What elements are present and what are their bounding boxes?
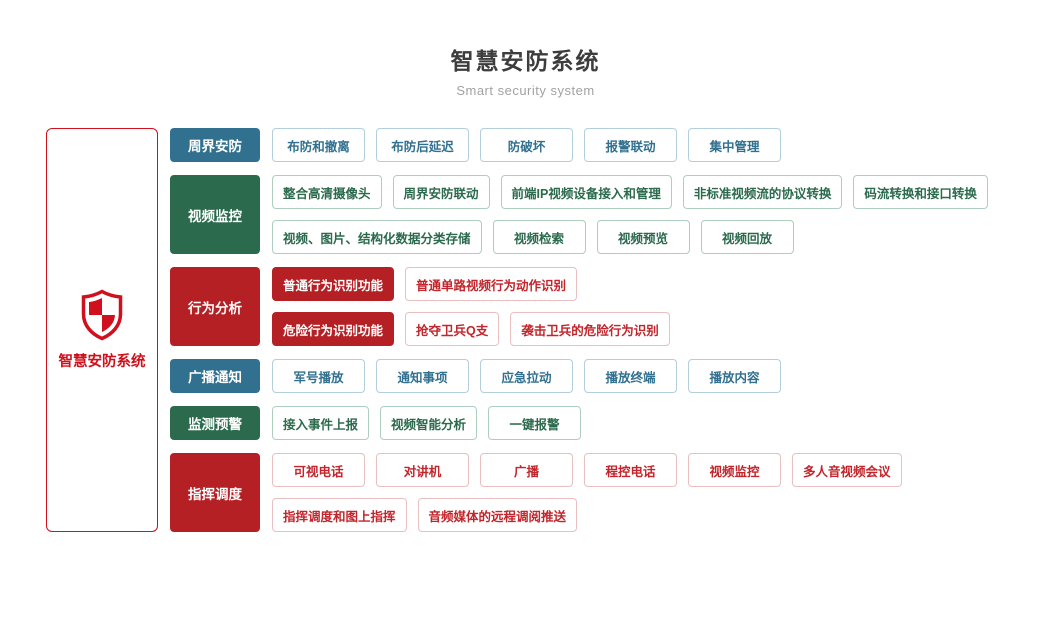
feature-item: 集中管理: [688, 128, 781, 162]
feature-item: 视频监控: [688, 453, 781, 487]
category-items-broadcast-notice: 军号播放通知事项应急拉动播放终端播放内容: [272, 359, 781, 393]
item-line: 军号播放通知事项应急拉动播放终端播放内容: [272, 359, 781, 393]
category-label-command-dispatch: 指挥调度: [170, 453, 260, 532]
category-rows: 周界安防布防和撤离布防后延迟防破坏报警联动集中管理视频监控整合高清摄像头周界安防…: [170, 128, 988, 532]
feature-item: 码流转换和接口转换: [853, 175, 988, 209]
item-line: 视频、图片、结构化数据分类存储视频检索视频预览视频回放: [272, 220, 988, 254]
feature-item: 普通单路视频行为动作识别: [405, 267, 578, 301]
item-line: 接入事件上报视频智能分析一键报警: [272, 406, 582, 440]
feature-item: 危险行为识别功能: [272, 312, 395, 346]
feature-item: 前端IP视频设备接入和管理: [500, 175, 672, 209]
feature-item: 抢夺卫兵Q支: [405, 312, 500, 346]
diagram: 智慧安防系统 周界安防布防和撤离布防后延迟防破坏报警联动集中管理视频监控整合高清…: [46, 128, 988, 532]
page-header: 智慧安防系统 Smart security system: [0, 0, 1051, 98]
item-line: 危险行为识别功能抢夺卫兵Q支袭击卫兵的危险行为识别: [272, 312, 670, 346]
feature-item: 多人音视频会议: [792, 453, 902, 487]
category-row-video-surveillance: 视频监控整合高清摄像头周界安防联动前端IP视频设备接入和管理非标准视频流的协议转…: [170, 175, 988, 254]
category-row-behavior-analysis: 行为分析普通行为识别功能普通单路视频行为动作识别危险行为识别功能抢夺卫兵Q支袭击…: [170, 267, 988, 346]
feature-item: 视频智能分析: [380, 406, 478, 440]
category-label-monitoring-warning: 监测预警: [170, 406, 260, 440]
root-node-label: 智慧安防系统: [58, 354, 146, 370]
category-row-broadcast-notice: 广播通知军号播放通知事项应急拉动播放终端播放内容: [170, 359, 988, 393]
feature-item: 视频回放: [700, 220, 794, 254]
feature-item: 应急拉动: [480, 359, 573, 393]
feature-item: 一键报警: [488, 406, 582, 440]
feature-item: 布防后延迟: [376, 128, 469, 162]
feature-item: 视频、图片、结构化数据分类存储: [272, 220, 482, 254]
feature-item: 视频预览: [596, 220, 690, 254]
feature-item: 指挥调度和图上指挥: [272, 498, 407, 532]
feature-item: 周界安防联动: [392, 175, 490, 209]
feature-item: 播放终端: [584, 359, 677, 393]
category-label-behavior-analysis: 行为分析: [170, 267, 260, 346]
shield-icon: [77, 289, 127, 341]
feature-item: 视频检索: [492, 220, 586, 254]
category-items-behavior-analysis: 普通行为识别功能普通单路视频行为动作识别危险行为识别功能抢夺卫兵Q支袭击卫兵的危…: [272, 267, 670, 346]
category-items-perimeter-security: 布防和撤离布防后延迟防破坏报警联动集中管理: [272, 128, 781, 162]
feature-item: 布防和撤离: [272, 128, 365, 162]
item-line: 指挥调度和图上指挥音频媒体的远程调阅推送: [272, 498, 902, 532]
item-line: 普通行为识别功能普通单路视频行为动作识别: [272, 267, 670, 301]
root-node: 智慧安防系统: [46, 128, 158, 532]
feature-item: 音频媒体的远程调阅推送: [417, 498, 578, 532]
category-label-perimeter-security: 周界安防: [170, 128, 260, 162]
category-items-command-dispatch: 可视电话对讲机广播程控电话视频监控多人音视频会议指挥调度和图上指挥音频媒体的远程…: [272, 453, 902, 532]
category-row-command-dispatch: 指挥调度可视电话对讲机广播程控电话视频监控多人音视频会议指挥调度和图上指挥音频媒…: [170, 453, 988, 532]
category-label-broadcast-notice: 广播通知: [170, 359, 260, 393]
feature-item: 军号播放: [272, 359, 365, 393]
feature-item: 对讲机: [376, 453, 469, 487]
feature-item: 非标准视频流的协议转换: [682, 175, 843, 209]
page-title: 智慧安防系统: [450, 48, 601, 74]
feature-item: 通知事项: [376, 359, 469, 393]
feature-item: 普通行为识别功能: [272, 267, 395, 301]
item-line: 可视电话对讲机广播程控电话视频监控多人音视频会议: [272, 453, 902, 487]
category-row-perimeter-security: 周界安防布防和撤离布防后延迟防破坏报警联动集中管理: [170, 128, 988, 162]
category-row-monitoring-warning: 监测预警接入事件上报视频智能分析一键报警: [170, 406, 988, 440]
feature-item: 袭击卫兵的危险行为识别: [510, 312, 670, 346]
page-subtitle: Smart security system: [456, 83, 595, 98]
category-label-video-surveillance: 视频监控: [170, 175, 260, 254]
feature-item: 整合高清摄像头: [272, 175, 382, 209]
feature-item: 程控电话: [584, 453, 677, 487]
item-line: 布防和撤离布防后延迟防破坏报警联动集中管理: [272, 128, 781, 162]
category-items-video-surveillance: 整合高清摄像头周界安防联动前端IP视频设备接入和管理非标准视频流的协议转换码流转…: [272, 175, 988, 254]
feature-item: 接入事件上报: [272, 406, 370, 440]
feature-item: 报警联动: [584, 128, 677, 162]
feature-item: 防破坏: [480, 128, 573, 162]
feature-item: 广播: [480, 453, 573, 487]
item-line: 整合高清摄像头周界安防联动前端IP视频设备接入和管理非标准视频流的协议转换码流转…: [272, 175, 988, 209]
category-items-monitoring-warning: 接入事件上报视频智能分析一键报警: [272, 406, 582, 440]
feature-item: 可视电话: [272, 453, 365, 487]
feature-item: 播放内容: [688, 359, 781, 393]
